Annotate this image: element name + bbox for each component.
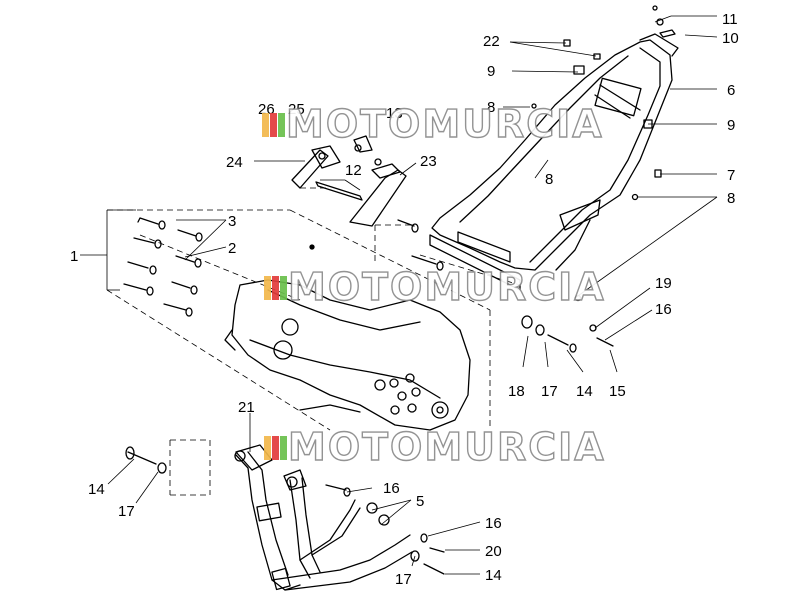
callout-label: 23 — [420, 153, 437, 170]
watermark-1: MOTOMURCIA — [262, 101, 604, 147]
watermark-bar-2 — [272, 276, 279, 300]
callout-label: 14 — [88, 481, 105, 498]
callout-label: 14 — [576, 383, 593, 400]
callout-label: 25 — [288, 101, 305, 118]
watermark-bar-3 — [280, 276, 287, 300]
callout-label: 11 — [722, 11, 738, 28]
callout-label: 13 — [386, 105, 403, 122]
watermark-text: MOTOMURCIA — [288, 425, 606, 469]
callout-numbers: 1 2 3 5 6 7 8 8 8 8 9 9 10 11 12 13 14 1… — [70, 11, 739, 588]
callout-label: 6 — [727, 82, 735, 99]
watermark-2: MOTOMURCIA — [264, 264, 606, 310]
callout-label: 10 — [722, 30, 739, 47]
callout-label: 17 — [541, 383, 558, 400]
callout-label: 18 — [508, 383, 525, 400]
leader-lines — [80, 15, 718, 575]
callout-label: 24 — [226, 154, 243, 171]
callout-label: 8 — [487, 99, 495, 116]
watermark-3: MOTOMURCIA — [264, 424, 606, 470]
watermark-text: MOTOMURCIA — [286, 102, 604, 146]
callout-label: 9 — [487, 63, 495, 80]
callout-label: 2 — [228, 240, 236, 257]
rear-subframe — [429, 33, 679, 291]
watermark-bar-1 — [262, 113, 269, 137]
watermark-bar-3 — [280, 436, 287, 460]
callout-label: 16 — [655, 301, 672, 318]
callout-label: 5 — [416, 493, 424, 510]
watermark-text: MOTOMURCIA — [288, 265, 606, 309]
brackets — [291, 135, 407, 227]
callout-label: 19 — [655, 275, 672, 292]
callout-label: 16 — [485, 515, 502, 532]
callout-label: 14 — [485, 567, 502, 584]
callout-label: 16 — [383, 480, 400, 497]
callout-label: 15 — [609, 383, 626, 400]
callout-label: 12 — [345, 162, 362, 179]
watermark-bar-3 — [278, 113, 285, 137]
watermark-bar-2 — [272, 436, 279, 460]
callout-label: 7 — [727, 167, 735, 184]
callout-label: 20 — [485, 543, 502, 560]
watermark-bar-2 — [270, 113, 277, 137]
main-frame — [224, 244, 471, 431]
callout-label: 9 — [727, 117, 735, 134]
watermark-bar-1 — [264, 436, 271, 460]
lower-cradle — [234, 444, 413, 591]
callout-label: 17 — [395, 571, 412, 588]
watermark-bar-1 — [264, 276, 271, 300]
callout-label: 21 — [238, 399, 255, 416]
callout-label: 3 — [228, 213, 236, 230]
fasteners — [123, 5, 676, 575]
callout-label: 1 — [70, 248, 78, 265]
callout-label: 8 — [545, 171, 553, 188]
callout-label: 8 — [727, 190, 735, 207]
callout-label: 17 — [118, 503, 135, 520]
callout-label: 22 — [483, 33, 500, 50]
